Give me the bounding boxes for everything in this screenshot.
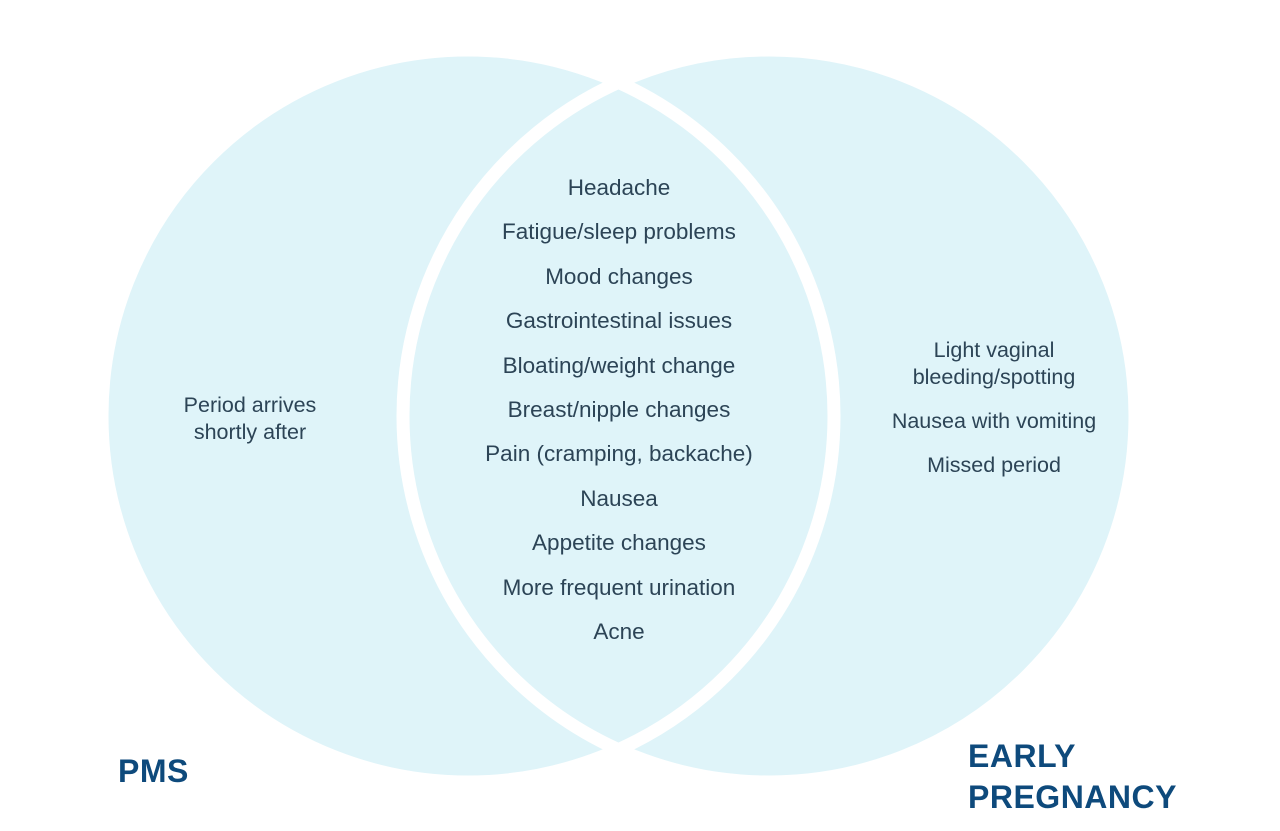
overlap-item: More frequent urination (502, 574, 736, 600)
early-pregnancy-only-item: Missed period (927, 453, 1061, 478)
pms-circle-outline (95, 43, 841, 789)
overlap-item: Appetite changes (532, 530, 706, 556)
overlap-item: Mood changes (545, 263, 693, 289)
overlap-item: Headache (567, 175, 671, 200)
early-pregnancy-title-line: EARLY (968, 738, 1077, 774)
overlap-item: Breast/nipple changes (507, 396, 731, 422)
pms-only-list: Period arrives shortly after (120, 392, 380, 446)
early-pregnancy-circle-outline (396, 43, 1142, 789)
early-pregnancy-circle (403, 50, 1135, 782)
overlap-item: Gastrointestinal issues (505, 308, 733, 334)
overlap-item: Pain (cramping, backache) (485, 441, 753, 467)
overlap-item: Fatigue/sleep problems (502, 219, 736, 245)
early-pregnancy-only-list: Light vaginal bleeding/spotting Nausea w… (854, 337, 1134, 497)
early-pregnancy-title-line: PREGNANCY (968, 779, 1177, 815)
overlap-item: Nausea (580, 485, 658, 511)
early-pregnancy-title: EARLY PREGNANCY (968, 736, 1177, 818)
overlap-symptom-list: Headache Fatigue/sleep problems Mood cha… (419, 173, 819, 661)
pms-only-item: Period arrives shortly after (183, 393, 317, 444)
pms-title: PMS (118, 753, 189, 789)
overlap-item: Acne (593, 618, 645, 644)
early-pregnancy-only-item: Nausea with vomiting (891, 409, 1097, 433)
overlap-item: Bloating/weight change (502, 352, 736, 378)
early-pregnancy-only-item: Light vaginal bleeding/spotting (912, 338, 1076, 389)
